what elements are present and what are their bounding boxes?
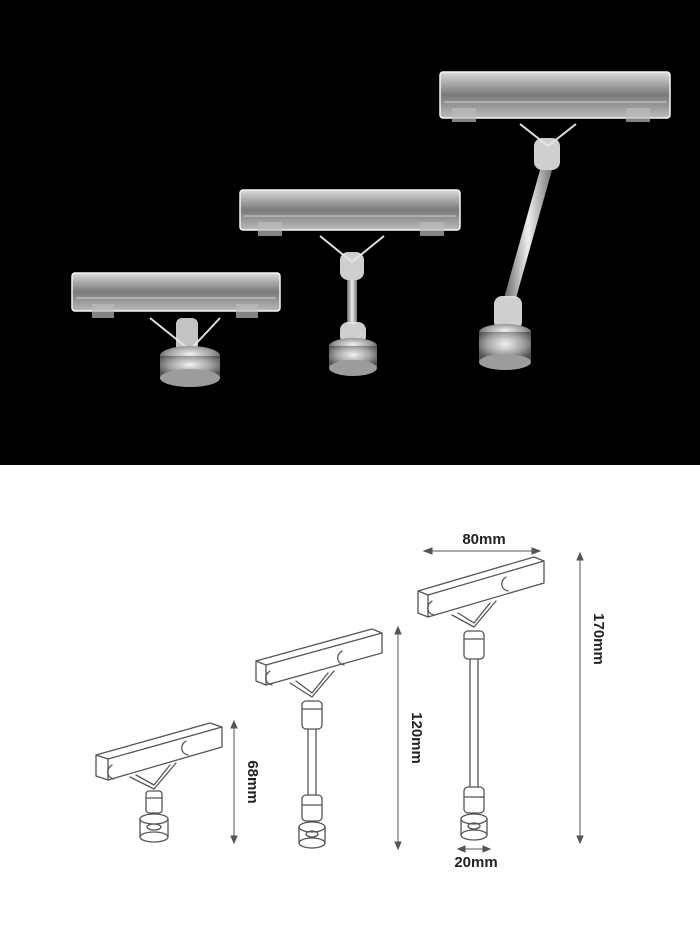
medium-height-label: 120mm [408,712,425,764]
large-height-label: 170mm [590,613,607,665]
dimension-line-small-height [230,719,238,845]
dimension-line-base [456,845,492,853]
drawing-clip-small [95,722,223,843]
dimension-drawing: 80mm 20mm 68mm 120mm 170mm [0,465,700,933]
dimension-line-large-height [576,551,584,845]
dimension-diagram: 80mm 20mm 68mm 120mm 170mm [95,531,607,871]
product-photo-illustration [71,71,671,387]
drawing-clip-large [417,556,545,841]
drawing-clip-medium [255,628,383,849]
product-photo [0,0,700,465]
photo-clip-large [439,71,671,370]
dimension-line-medium-height [394,625,402,851]
photo-clip-small [71,272,281,387]
photo-clip-medium [239,189,461,376]
base-label: 20mm [454,854,497,871]
small-height-label: 68mm [244,760,261,803]
dimension-line-width [422,547,542,555]
width-label: 80mm [462,531,505,548]
